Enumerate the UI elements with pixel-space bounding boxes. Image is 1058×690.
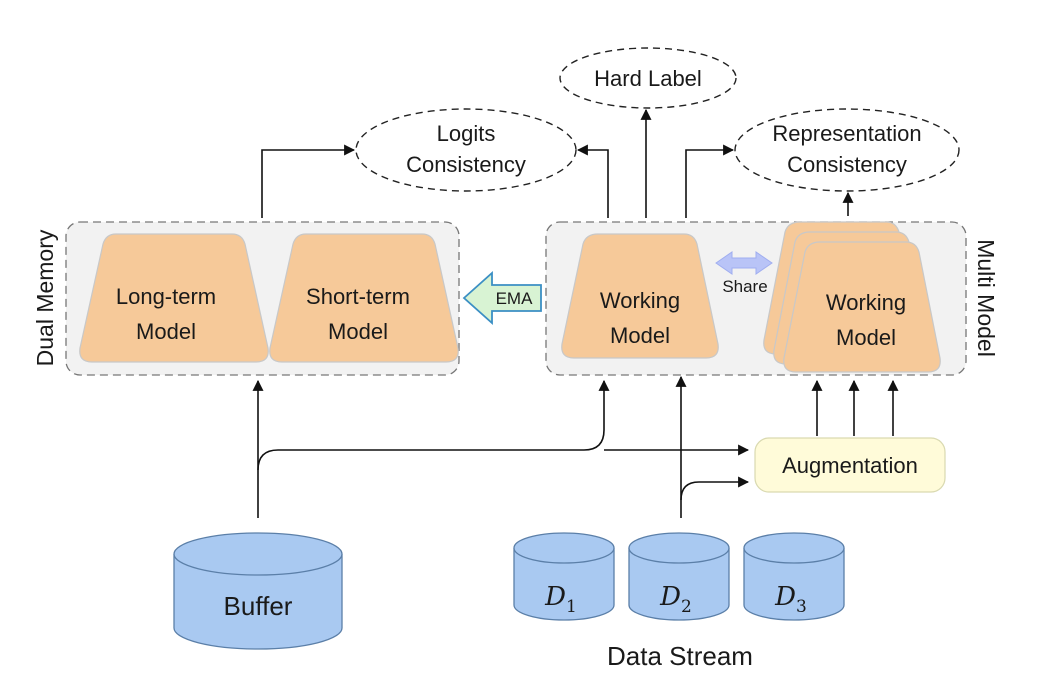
working-model-label-1: Working (600, 288, 680, 313)
dual-memory-label: Dual Memory (32, 229, 58, 366)
working-to-logits-arrow (576, 144, 609, 218)
upper-connectors (261, 108, 854, 218)
long-term-model-label-2: Model (136, 319, 196, 344)
working-model-shape (561, 233, 719, 359)
dataset-cylinder-3 (743, 532, 845, 621)
buffer-to-working-arrow (257, 379, 610, 471)
representation-consistency-ellipse (734, 108, 960, 192)
working-model-stack-front (783, 241, 941, 373)
logits-consistency-label-2: Consistency (406, 152, 526, 177)
dataset-cylinder-2 (628, 532, 730, 621)
short-term-model-label-2: Model (328, 319, 388, 344)
dataset-label-2: D2 (659, 582, 692, 617)
ema-label: EMA (496, 289, 534, 308)
dataset-label-1: D1 (544, 582, 577, 617)
buffer-label: Buffer (224, 591, 293, 621)
working-model-stack-label-1: Working (826, 290, 906, 315)
working-model-stack-label-2: Model (836, 325, 896, 350)
short-term-model-label-1: Short-term (306, 284, 410, 309)
data-stream-label: Data Stream (607, 641, 753, 671)
share-label: Share (722, 277, 767, 296)
logits-consistency-ellipse (355, 108, 577, 192)
logits-consistency-label-1: Logits (437, 121, 496, 146)
buffer-cylinder (173, 532, 343, 650)
lower-connectors (252, 375, 899, 518)
representation-consistency-label-1: Representation (772, 121, 921, 146)
multi-model-label: Multi Model (973, 239, 999, 357)
long-term-model-label-1: Long-term (116, 284, 216, 309)
short-term-model-shape (269, 233, 459, 363)
working-model-label-2: Model (610, 323, 670, 348)
ema-arrow (462, 270, 542, 326)
working-to-representation-arrow (685, 144, 735, 218)
data-stream-to-augmentation-arrow (680, 476, 750, 501)
dataset-label-3: D3 (774, 582, 807, 617)
long-term-model-shape (79, 233, 269, 363)
dual-memory-to-logits-arrow (261, 144, 356, 218)
augmentation-label: Augmentation (782, 453, 918, 478)
hard-label-text: Hard Label (594, 66, 702, 91)
augmentation-box (754, 437, 946, 493)
representation-consistency-label-2: Consistency (787, 152, 907, 177)
hard-label-ellipse (559, 47, 737, 109)
share-arrow (715, 251, 773, 275)
dataset-cylinder-1 (513, 532, 615, 621)
